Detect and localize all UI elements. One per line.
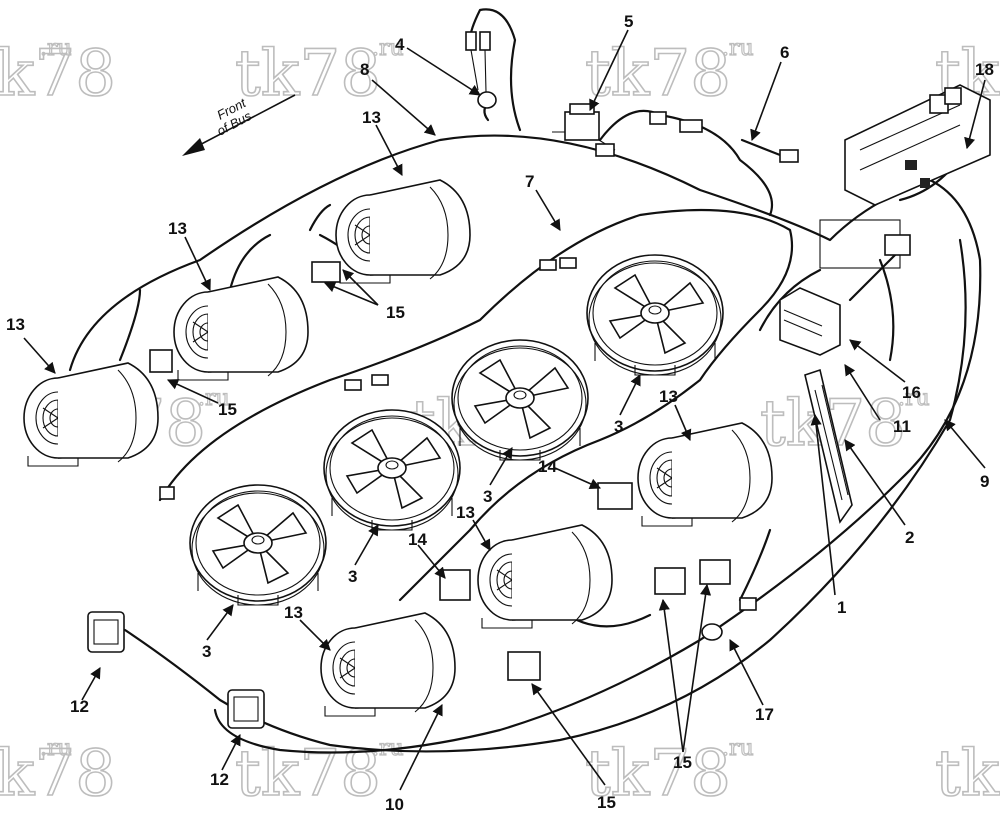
watermark-text: tk78: [0, 737, 116, 811]
connector: [739, 597, 757, 611]
callout-1: 1: [837, 598, 846, 617]
front-of-bus-indicator: Front of Bus: [182, 94, 296, 156]
misc-components: [87, 31, 991, 729]
condenser-fan: [586, 254, 724, 376]
watermark-suffix: .ru: [722, 36, 754, 61]
blower-unit: [23, 362, 159, 467]
callout-15: 15: [673, 753, 692, 772]
blower-unit: [477, 524, 613, 629]
callout-6: 6: [780, 43, 789, 62]
watermark-suffix: .ru: [40, 736, 72, 761]
relay-module: [779, 219, 911, 356]
resistor-block: [699, 559, 731, 585]
connector: [159, 486, 175, 500]
watermark-suffix: .ru: [722, 736, 754, 761]
callout-15: 15: [386, 303, 405, 322]
blower-unit: [320, 612, 456, 717]
callout-7: 7: [525, 172, 534, 191]
callout-9: 9: [980, 472, 989, 491]
resistor-block: [654, 567, 686, 595]
callout-18: 18: [975, 60, 994, 79]
callout-5: 5: [624, 12, 633, 31]
callout-11: 11: [893, 417, 911, 436]
watermark-suffix: .ru: [372, 36, 404, 61]
callout-13: 13: [456, 503, 475, 522]
connector: [371, 374, 389, 386]
blower-unit: [335, 179, 471, 284]
callout-12: 12: [70, 697, 89, 716]
blower-unit: [637, 422, 773, 527]
control-switch: [87, 611, 125, 653]
pressure-switch: [465, 31, 497, 109]
callout-4: 4: [395, 35, 405, 54]
resistor-block: [311, 261, 341, 283]
callout-16: 16: [902, 383, 921, 402]
leader-lines: [23, 29, 986, 791]
callout-2: 2: [905, 528, 914, 547]
callout-13: 13: [362, 108, 381, 127]
temperature-sensor: [740, 138, 799, 163]
connector: [539, 259, 557, 271]
callout-14: 14: [408, 530, 427, 549]
watermark-text: tk78: [585, 737, 731, 811]
relay-box: [597, 482, 633, 510]
watermark-suffix: .ru: [198, 386, 230, 411]
blower-unit: [173, 276, 309, 381]
callout-8: 8: [360, 60, 369, 79]
callout-3: 3: [614, 417, 623, 436]
condenser-fan: [189, 484, 327, 606]
watermark-text: tk78: [235, 37, 381, 111]
harness-wires: [68, 8, 982, 754]
diode: [701, 623, 723, 641]
watermark-suffix: .ru: [40, 36, 72, 61]
callout-13: 13: [168, 219, 187, 238]
callout-labels: 1 2 3 3 3 3 4 5 6 7 8 9 10 11 12 12 13 1…: [6, 12, 994, 814]
connector: [559, 257, 577, 269]
solenoid-valve: [552, 103, 703, 157]
fuse-strip: [804, 368, 853, 524]
callout-10: 10: [385, 795, 404, 814]
callout-3: 3: [483, 487, 492, 506]
callout-13: 13: [6, 315, 25, 334]
callout-17: 17: [755, 705, 774, 724]
callout-15: 15: [218, 400, 237, 419]
callout-12: 12: [210, 770, 229, 789]
condenser-fan: [323, 409, 461, 531]
watermark-suffix: .ru: [898, 386, 930, 411]
watermark-text: tk78: [585, 37, 731, 111]
control-switch: [227, 689, 265, 729]
resistor-block: [507, 651, 541, 681]
callout-3: 3: [202, 642, 211, 661]
callout-13: 13: [659, 387, 678, 406]
connector: [344, 379, 362, 391]
control-panel: [844, 84, 991, 206]
callout-3: 3: [348, 567, 357, 586]
watermark-text: tk78: [935, 737, 1000, 811]
callout-15: 15: [597, 793, 616, 812]
relay-box: [439, 569, 471, 601]
callout-14: 14: [538, 457, 557, 476]
resistor-block: [149, 349, 173, 373]
watermark-text: tk78: [0, 37, 116, 111]
callout-13: 13: [284, 603, 303, 622]
